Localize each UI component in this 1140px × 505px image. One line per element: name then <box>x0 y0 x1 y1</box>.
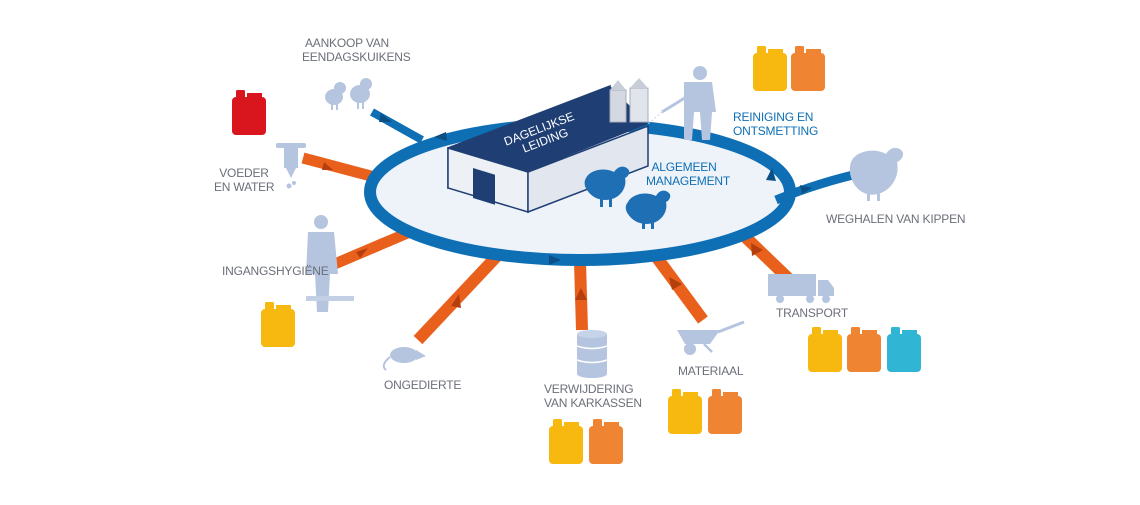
label-verwijdering: VERWIJDERING VAN KARKASSEN <box>544 382 642 410</box>
jerrycan-icon <box>549 419 583 464</box>
arrow-weghalen-head <box>800 185 812 194</box>
chick-icon <box>325 78 372 110</box>
label-ingang-line-1: INGANGSHYGIËNE <box>222 264 329 278</box>
label-voeder-line-1: VOEDER <box>219 166 269 180</box>
label-center: ALGEMEEN MANAGEMENT <box>646 160 731 188</box>
jerrycan-icon <box>887 327 921 372</box>
label-ongedierte-line-1: ONGEDIERTE <box>384 378 462 392</box>
label-transport: TRANSPORT <box>776 306 848 320</box>
rat-icon <box>382 347 426 371</box>
jerrycan-icon <box>261 302 295 347</box>
jerrycan-icon <box>232 90 266 135</box>
ring-arrow-right <box>766 168 776 181</box>
label-materiaal-line-1: MATERIAAL <box>678 364 744 378</box>
label-aankoop: AANKOOP VAN EENDAGSKUIKENS <box>302 36 411 64</box>
label-weghalen-line-1: WEGHALEN VAN KIPPEN <box>826 212 966 226</box>
label-ingang: INGANGSHYGIËNE <box>222 264 329 278</box>
hen-icon <box>849 147 904 201</box>
label-voeder-line-2: EN WATER <box>214 180 275 194</box>
jerrycan-icon <box>668 389 702 434</box>
jerrycan-icon <box>589 419 623 464</box>
wheelbarrow-icon <box>677 320 745 355</box>
arrow-materiaal-head <box>669 277 682 290</box>
label-center-line-1: ALGEMEEN <box>651 160 717 174</box>
jerrycan-icon <box>808 327 842 372</box>
arrow-ingang-head <box>356 248 368 258</box>
jerrycan-icon <box>791 46 825 91</box>
jerrycan-icon <box>753 46 787 91</box>
sprayer-person-icon <box>647 66 716 140</box>
silo-icon <box>609 78 649 123</box>
hen-icon <box>584 166 630 207</box>
arrow-verwijdering-head <box>575 288 587 300</box>
label-materiaal: MATERIAAL <box>678 364 744 378</box>
label-transport-line-1: TRANSPORT <box>776 306 848 320</box>
label-weghalen: WEGHALEN VAN KIPPEN <box>826 212 966 226</box>
arrow-ongedierte-head <box>451 294 461 308</box>
ring-arrow-bottom <box>549 255 561 265</box>
hen-icon <box>625 190 671 229</box>
label-ongedierte: ONGEDIERTE <box>384 378 461 392</box>
person-icon <box>306 215 354 312</box>
label-reiniging-line-1: REINIGING EN <box>733 110 814 124</box>
arrow-ingang <box>327 226 413 272</box>
label-reiniging-line-2: ONTSMETTING <box>733 124 819 138</box>
feeder-icon <box>276 143 306 189</box>
arrow-transport-head <box>751 243 763 256</box>
label-verwijdering-line-1: VERWIJDERING <box>544 382 634 396</box>
label-aankoop-line-1: AANKOOP VAN <box>304 36 390 50</box>
label-verwijdering-line-2: VAN KARKASSEN <box>544 396 642 410</box>
barrel-icon <box>576 330 608 378</box>
arrow-voeder-head <box>322 162 333 170</box>
barn-icon <box>447 78 649 214</box>
arrow-materiaal <box>650 251 708 324</box>
arrow-aankoop <box>370 108 424 144</box>
jerrycan-icon <box>708 389 742 434</box>
ring-arrow-top <box>434 132 447 141</box>
jerrycan-icon <box>847 327 881 372</box>
label-reiniging: REINIGING EN ONTSMETTING <box>733 110 818 138</box>
label-voeder: VOEDER EN WATER <box>214 166 275 194</box>
truck-icon <box>768 274 834 303</box>
arrow-aankoop-head <box>379 113 392 122</box>
center-hens <box>584 166 671 229</box>
label-center-line-2: MANAGEMENT <box>646 174 731 188</box>
label-aankoop-line-2: EENDAGSKUIKENS <box>302 50 411 64</box>
